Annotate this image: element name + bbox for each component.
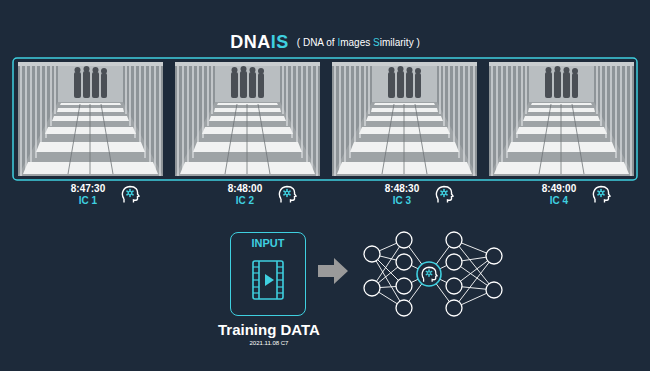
input-box: INPUTTraining DATA2021.11.08 C7 bbox=[230, 232, 306, 316]
diagram-title: DNAIS bbox=[230, 32, 289, 53]
timestamp: 8:48:00 bbox=[215, 183, 275, 195]
image-class-label: IC 3 bbox=[372, 195, 432, 207]
subtitle: ( DNA of Images Similarity ) bbox=[297, 37, 420, 48]
image-class-label: IC 2 bbox=[215, 195, 275, 207]
video-frame bbox=[489, 62, 634, 176]
video-frame bbox=[332, 62, 477, 176]
caption-date: 2021.11.08 C7 bbox=[181, 340, 357, 347]
timestamp: 8:48:30 bbox=[372, 183, 432, 195]
network-neuron bbox=[446, 300, 462, 316]
ai-head-icon bbox=[422, 267, 437, 281]
timestamp: 8:49:00 bbox=[529, 183, 589, 195]
ai-head-icon bbox=[593, 187, 610, 203]
network-neuron bbox=[364, 280, 380, 296]
video-frame bbox=[175, 62, 320, 176]
title-row: DNAIS ( DNA of Images Similarity ) bbox=[0, 32, 650, 53]
frame-strip-border bbox=[13, 58, 637, 180]
network-neuron bbox=[396, 254, 412, 270]
network-neuron bbox=[486, 248, 502, 264]
frame-caption: 8:48:30IC 3 bbox=[372, 183, 432, 207]
neural-network bbox=[364, 232, 502, 316]
network-neuron bbox=[446, 254, 462, 270]
network-neuron bbox=[446, 278, 462, 294]
frame-caption: 8:48:00IC 2 bbox=[215, 183, 275, 207]
video-frame bbox=[18, 62, 163, 176]
video-icon bbox=[253, 261, 283, 299]
frame-caption: 8:49:00IC 4 bbox=[529, 183, 589, 207]
play-triangle bbox=[265, 274, 274, 286]
network-neuron bbox=[446, 232, 462, 248]
ai-head-icon bbox=[122, 187, 139, 203]
ai-head-icon bbox=[436, 187, 453, 203]
flow-arrow bbox=[318, 258, 348, 284]
network-neuron bbox=[396, 278, 412, 294]
network-neuron bbox=[396, 300, 412, 316]
ai-core-circle bbox=[417, 262, 441, 286]
network-neuron bbox=[396, 232, 412, 248]
image-class-label: IC 1 bbox=[58, 195, 118, 207]
frame-caption: 8:47:30IC 1 bbox=[58, 183, 118, 207]
network-neuron bbox=[364, 246, 380, 262]
box-heading: INPUT bbox=[231, 237, 305, 250]
caption-heading: Training DATA bbox=[181, 321, 357, 339]
ai-head-icon bbox=[279, 187, 296, 203]
timestamp: 8:47:30 bbox=[58, 183, 118, 195]
image-class-label: IC 4 bbox=[529, 195, 589, 207]
network-neuron bbox=[486, 282, 502, 298]
